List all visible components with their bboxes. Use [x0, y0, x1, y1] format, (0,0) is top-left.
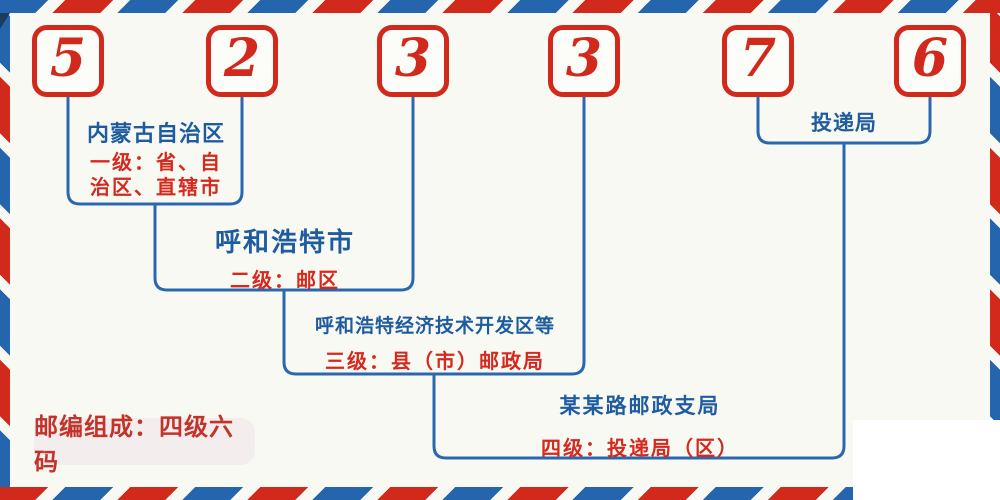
level1-label: 内蒙古自治区 一级：省、自 治区、直辖市 [87, 116, 225, 201]
composition-badge-text: 邮编组成：四级六码 [34, 414, 234, 476]
level4-label: 某某路邮政支局 四级：投递局（区） [541, 390, 739, 461]
digit-box-1: 5 [32, 25, 104, 97]
digit-box-6: 6 [894, 25, 966, 97]
digit-box-4: 3 [548, 25, 620, 97]
airmail-border-top [0, 0, 1000, 13]
level4-desc: 四级：投递局（区） [541, 438, 739, 460]
airmail-border-right [990, 13, 1000, 487]
level1-desc-line2: 治区、直辖市 [89, 177, 222, 199]
airmail-border-bottom [0, 487, 1000, 500]
white-cover-patch [853, 420, 1000, 500]
bracket-level4 [432, 143, 846, 460]
digit-box-3: 3 [377, 25, 449, 97]
composition-badge: 邮编组成：四级六码 [34, 415, 255, 476]
level3-name: 呼和浩特经济技术开发区等 [314, 316, 556, 337]
bracket-delivery [756, 97, 932, 145]
level1-name: 内蒙古自治区 [86, 121, 226, 146]
digit-box-5: 7 [722, 25, 794, 97]
delivery-office-label: 投递局 [811, 112, 877, 135]
envelope-corner-fold [0, 13, 10, 29]
level2-desc: 二级：邮区 [229, 270, 340, 292]
airmail-border-left [0, 13, 10, 487]
level3-label: 呼和浩特经济技术开发区等 三级：县（市）邮政局 [315, 311, 555, 374]
level1-desc-line1: 一级：省、自 [89, 152, 222, 174]
level2-label: 呼和浩特市 二级：邮区 [215, 222, 355, 293]
digit-box-2: 2 [206, 25, 278, 97]
level2-name: 呼和浩特市 [214, 227, 356, 257]
level4-name: 某某路邮政支局 [559, 395, 721, 418]
level3-desc: 三级：县（市）邮政局 [324, 351, 545, 373]
